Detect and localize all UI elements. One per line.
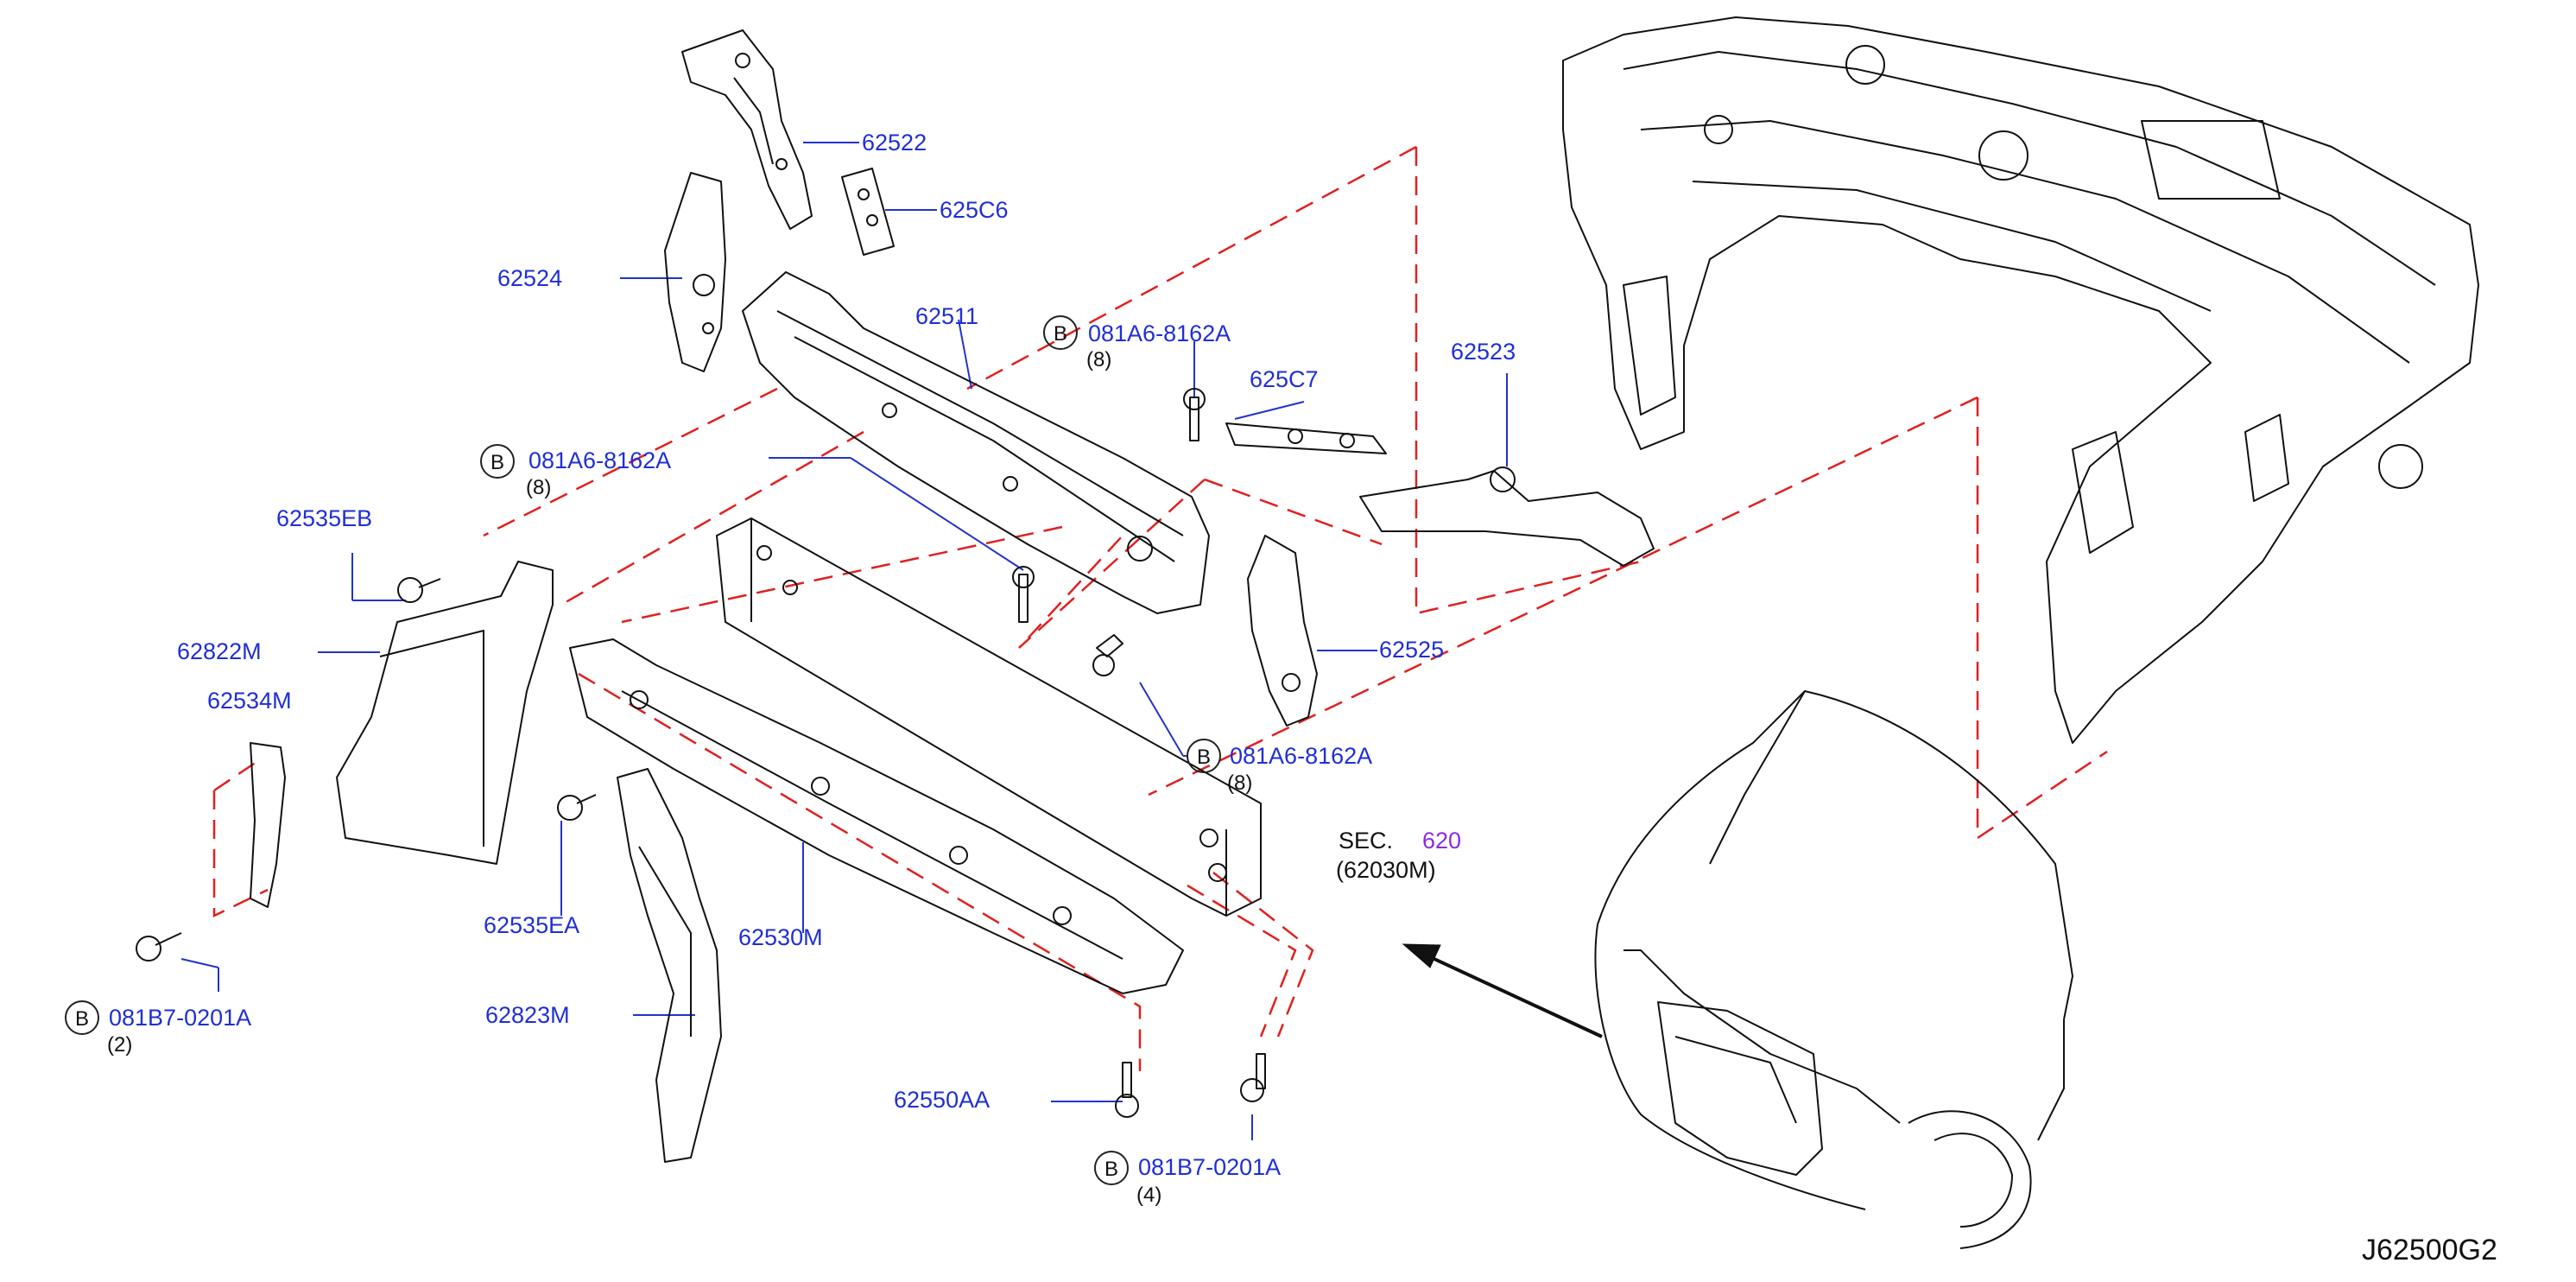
part-label-62530M[interactable]: 62530M xyxy=(738,924,823,950)
direction-arrow xyxy=(1402,943,1603,1038)
section-label: SEC. xyxy=(1339,828,1394,854)
assembly-dashed-lines xyxy=(212,145,2108,1071)
bolt-qty-top: (8) xyxy=(1086,348,1112,371)
air-guide-62822M xyxy=(336,561,554,865)
bolt-code-bottom-center[interactable]: 081B7-0201A xyxy=(1138,1154,1282,1180)
bolt-circle-b-left: B xyxy=(480,444,515,479)
bolt-qty-bottom-left: (2) xyxy=(107,1033,133,1057)
bracket-62523 xyxy=(1359,470,1655,567)
part-label-625C6[interactable]: 625C6 xyxy=(940,197,1009,223)
part-label-62522[interactable]: 62522 xyxy=(862,130,927,155)
bolt-qty-left: (8) xyxy=(526,476,552,499)
bracket-62522 xyxy=(681,29,813,230)
part-label-62535EA[interactable]: 62535EA xyxy=(484,912,580,938)
bolt-qty-mid: (8) xyxy=(1227,771,1253,795)
part-label-62823M[interactable]: 62823M xyxy=(485,1002,570,1028)
bolts xyxy=(136,388,1266,1118)
leader-lines xyxy=(180,142,1508,1140)
bolt-circle-b-mid: B xyxy=(1187,739,1221,773)
bracket-62524 xyxy=(664,172,726,372)
bolt-qty-bottom-center: (4) xyxy=(1136,1184,1162,1207)
beam-62030M xyxy=(716,517,1262,917)
bolt-circle-b-bottom-center: B xyxy=(1094,1151,1129,1185)
section-number-link[interactable]: 620 xyxy=(1422,828,1462,854)
bolt-code-bottom-left[interactable]: 081B7-0201A xyxy=(109,1005,252,1031)
support-62511 xyxy=(742,271,1210,614)
parts-line-art xyxy=(136,16,2479,1249)
part-label-62523[interactable]: 62523 xyxy=(1451,339,1516,365)
bolt-circle-b-bottom-left: B xyxy=(65,1000,99,1035)
part-label-62511[interactable]: 62511 xyxy=(915,303,979,329)
section-ref: (62030M) xyxy=(1336,857,1436,883)
part-label-62525[interactable]: 62525 xyxy=(1379,637,1445,663)
air-guide-62823M xyxy=(617,768,722,1163)
part-label-62534M[interactable]: 62534M xyxy=(207,688,292,714)
seal-62534M xyxy=(250,742,286,908)
part-label-625C7[interactable]: 625C7 xyxy=(1250,366,1319,392)
part-label-62822M[interactable]: 62822M xyxy=(177,638,262,664)
support-62530M xyxy=(569,638,1184,994)
diagram-code: J62500G2 xyxy=(2362,1234,2497,1266)
bolt-code-left[interactable]: 081A6-8162A xyxy=(528,447,672,473)
bar-625C7 xyxy=(1225,422,1387,454)
vehicle-body-structure xyxy=(1562,16,2479,744)
bracket-62525 xyxy=(1247,535,1318,727)
part-label-62550AA[interactable]: 62550AA xyxy=(894,1087,991,1113)
bolt-code-mid[interactable]: 081A6-8162A xyxy=(1230,743,1373,769)
bolt-circle-b-top: B xyxy=(1043,315,1078,350)
part-label-62535EB[interactable]: 62535EB xyxy=(276,505,373,531)
vehicle-outline xyxy=(1594,690,2073,1249)
part-label-62524[interactable]: 62524 xyxy=(497,265,563,291)
plate-625C6 xyxy=(841,168,895,256)
bolt-code-top[interactable]: 081A6-8162A xyxy=(1088,320,1231,346)
